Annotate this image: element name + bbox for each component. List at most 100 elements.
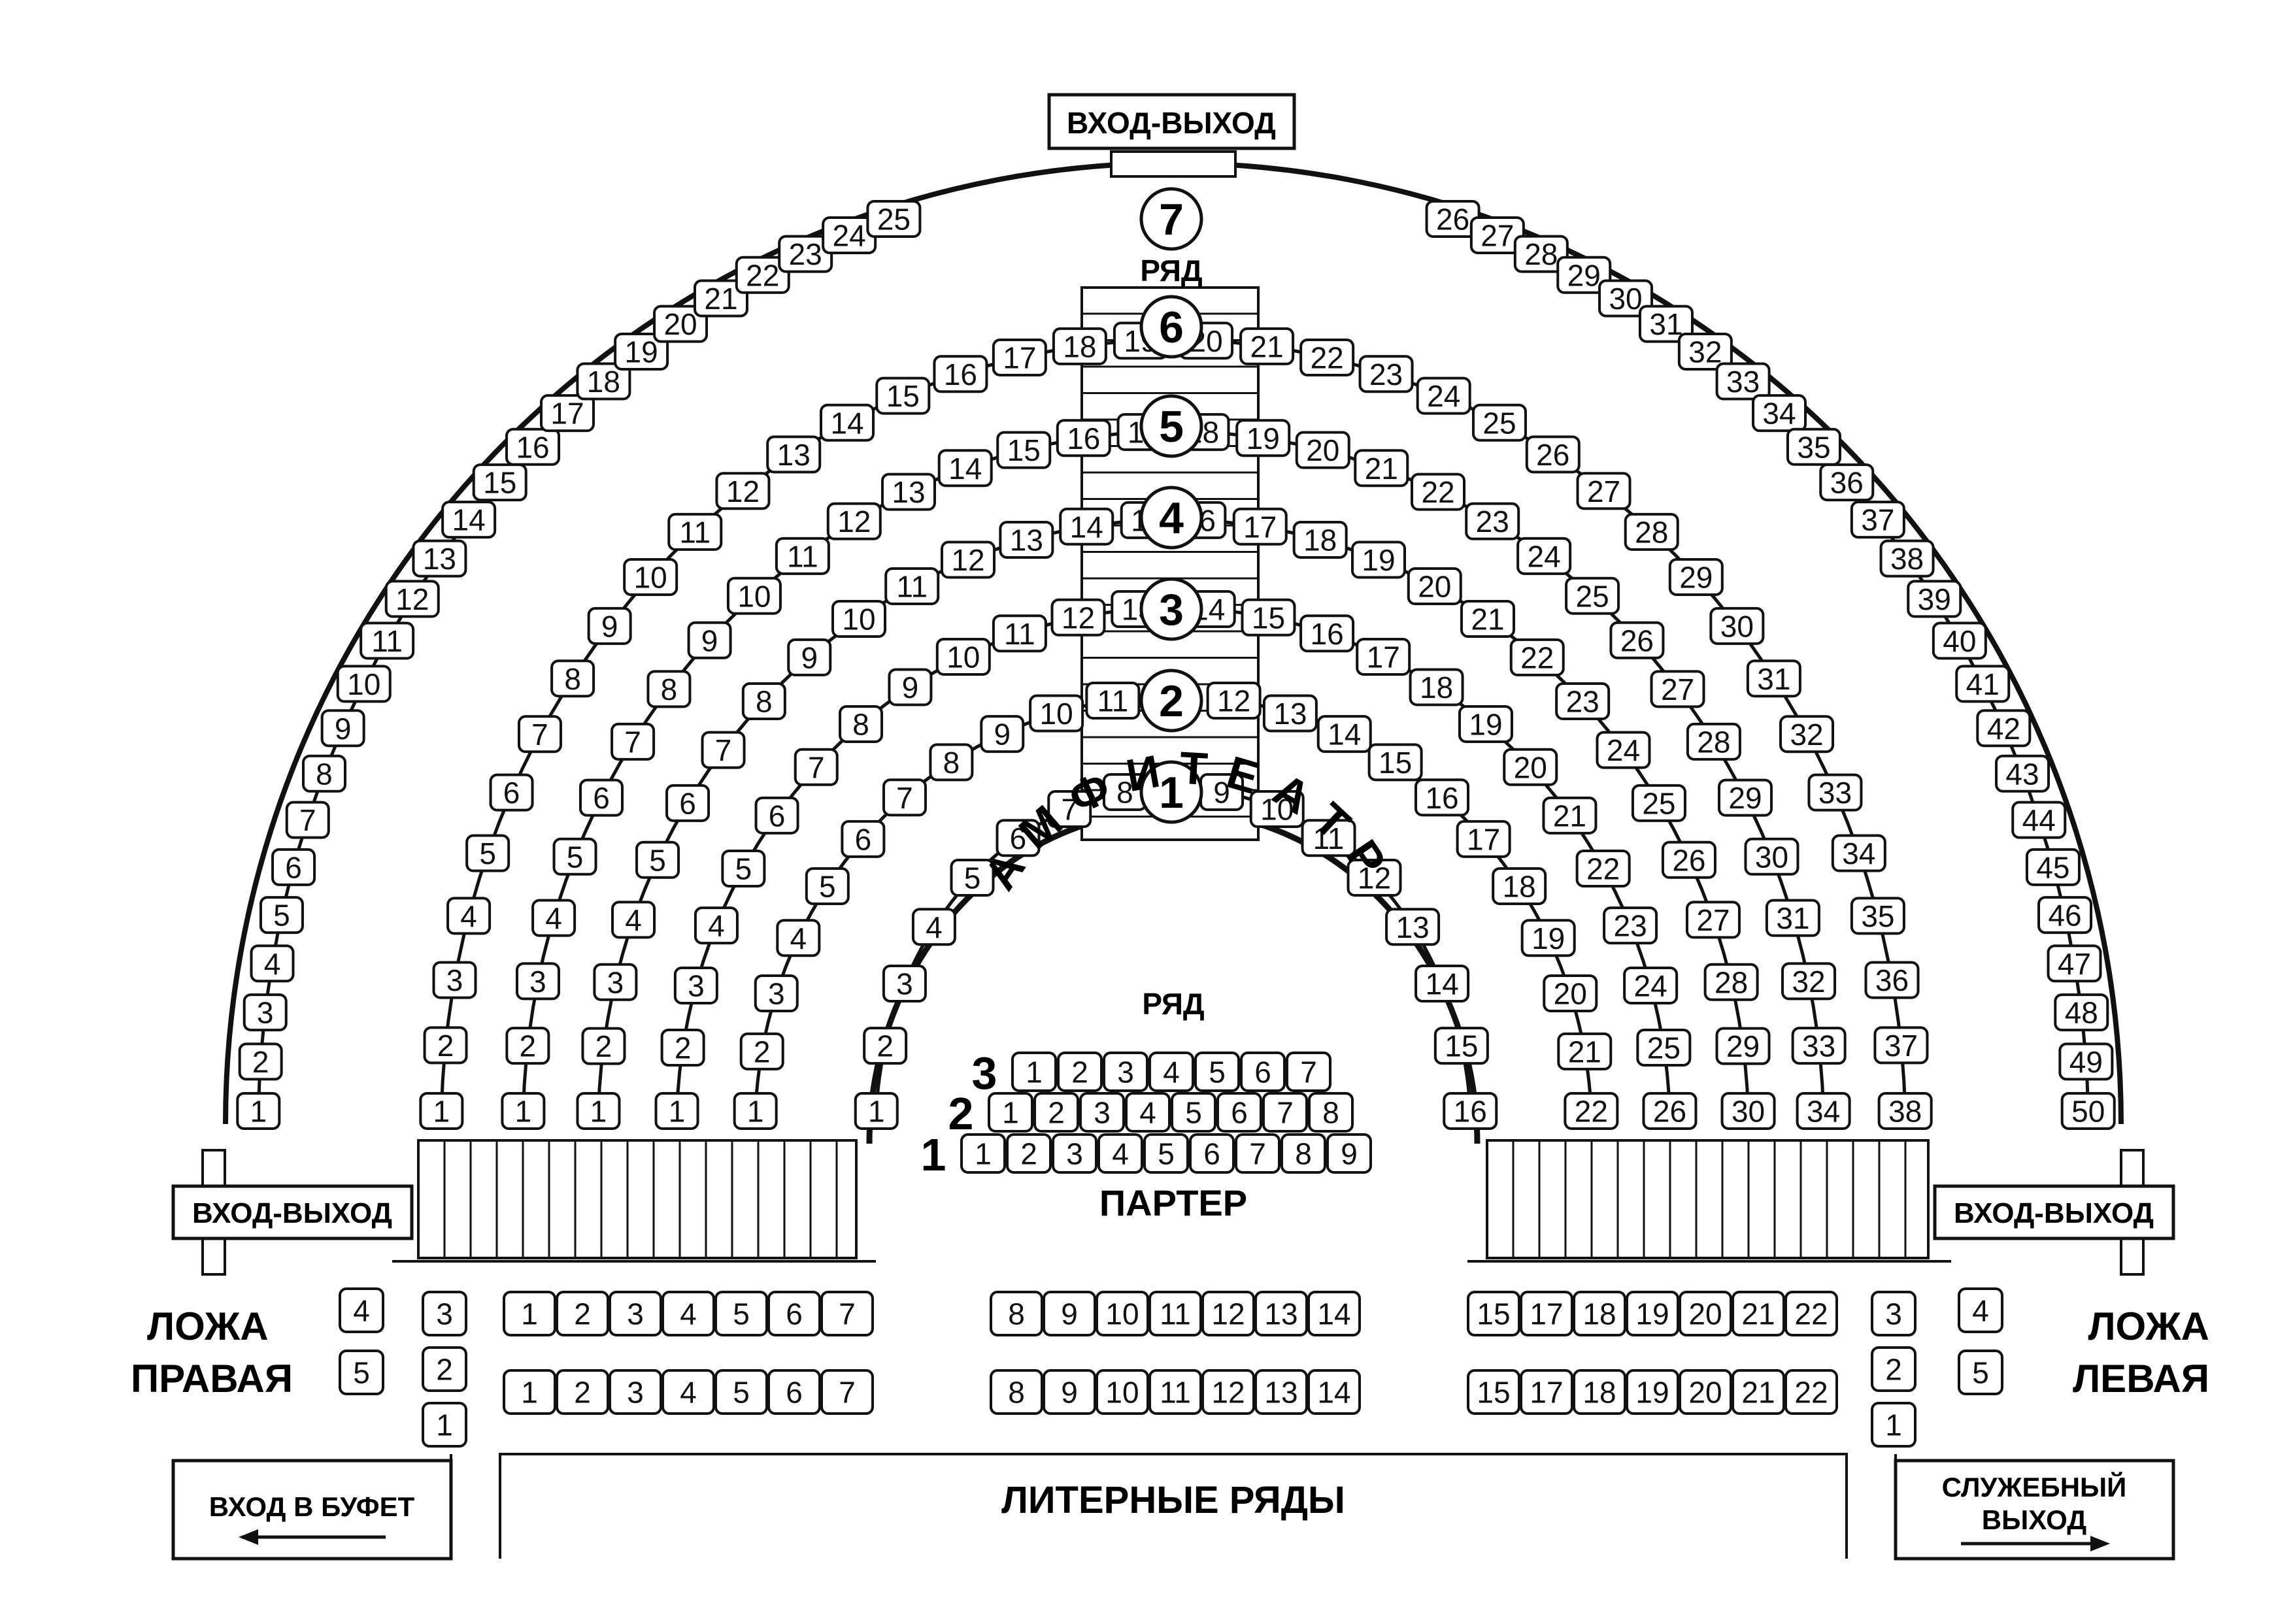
amphitheater-row-6-seat-6[interactable]: 6 <box>489 773 534 812</box>
amphitheater-row-6-seat-10[interactable]: 10 <box>623 557 678 596</box>
amphitheater-row-7-seat-18[interactable]: 18 <box>576 362 631 401</box>
amphitheater-row-3-seat-17[interactable]: 17 <box>1356 637 1411 676</box>
amphitheater-row-6-seat-29[interactable]: 29 <box>1668 557 1724 596</box>
parterre-row-2-seat-6[interactable]: 6 <box>1216 1092 1262 1133</box>
box-right-seat-4[interactable]: 4 <box>339 1287 384 1333</box>
parterre-row-1-seat-5[interactable]: 5 <box>1143 1133 1189 1174</box>
parterre-row-1-seat-3[interactable]: 3 <box>1052 1133 1097 1174</box>
amphitheater-row-3-seat-9[interactable]: 9 <box>888 668 933 706</box>
amphitheater-row-4-seat-18[interactable]: 18 <box>1292 520 1348 559</box>
letter-row-2-seat-17[interactable]: 17 <box>1520 1369 1573 1415</box>
amphitheater-row-7-seat-36[interactable]: 36 <box>1819 463 1875 502</box>
amphitheater-row-3-seat-19[interactable]: 19 <box>1458 705 1513 744</box>
amphitheater-row-3-seat-21[interactable]: 21 <box>1542 796 1598 835</box>
parterre-row-3-seat-3[interactable]: 3 <box>1103 1052 1148 1092</box>
letter-row-2-seat-9[interactable]: 9 <box>1043 1369 1096 1415</box>
amphitheater-row-1-seat-2[interactable]: 2 <box>863 1027 908 1065</box>
amphitheater-row-7-seat-45[interactable]: 45 <box>2025 848 2081 886</box>
amphitheater-row-5-seat-34[interactable]: 34 <box>1796 1092 1851 1130</box>
letter-row-2-seat-19[interactable]: 19 <box>1626 1369 1679 1415</box>
amphitheater-row-7-seat-13[interactable]: 13 <box>412 539 467 578</box>
parterre-row-1-seat-7[interactable]: 7 <box>1235 1133 1280 1174</box>
amphitheater-row-4-seat-28[interactable]: 28 <box>1703 963 1759 1001</box>
amphitheater-row-6-seat-16[interactable]: 16 <box>933 355 988 393</box>
amphitheater-row-6-seat-8[interactable]: 8 <box>550 659 595 698</box>
amphitheater-row-4-seat-24[interactable]: 24 <box>1596 731 1651 769</box>
amphitheater-row-2-seat-22[interactable]: 22 <box>1564 1092 1619 1130</box>
amphitheater-row-4-seat-14[interactable]: 14 <box>1059 507 1114 546</box>
amphitheater-row-7-seat-48[interactable]: 48 <box>2054 993 2109 1032</box>
amphitheater-row-7-seat-1[interactable]: 1 <box>236 1092 281 1130</box>
amphitheater-row-5-seat-5[interactable]: 5 <box>552 837 597 876</box>
amphitheater-row-7-seat-49[interactable]: 49 <box>2058 1042 2114 1081</box>
amphitheater-row-6-seat-1[interactable]: 1 <box>419 1092 464 1130</box>
amphitheater-row-6-seat-12[interactable]: 12 <box>715 472 771 510</box>
letter-row-2-seat-22[interactable]: 22 <box>1784 1369 1838 1415</box>
amphitheater-row-5-seat-1[interactable]: 1 <box>501 1092 546 1130</box>
amphitheater-row-5-seat-26[interactable]: 26 <box>1609 621 1665 659</box>
amphitheater-row-7-seat-29[interactable]: 29 <box>1556 256 1612 294</box>
amphitheater-row-3-seat-22[interactable]: 22 <box>1575 850 1631 888</box>
amphitheater-row-7-seat-8[interactable]: 8 <box>301 754 346 793</box>
amphitheater-row-7-seat-9[interactable]: 9 <box>320 709 365 748</box>
amphitheater-row-7-seat-11[interactable]: 11 <box>360 621 415 660</box>
amphitheater-row-2-seat-6[interactable]: 6 <box>841 820 886 858</box>
letter-row-2-seat-8[interactable]: 8 <box>990 1369 1043 1415</box>
amphitheater-row-7-seat-16[interactable]: 16 <box>505 427 561 466</box>
amphitheater-row-7-seat-5[interactable]: 5 <box>259 896 304 935</box>
amphitheater-row-4-seat-6[interactable]: 6 <box>665 784 711 822</box>
amphitheater-row-2-seat-21[interactable]: 21 <box>1557 1032 1613 1070</box>
amphitheater-row-7-seat-31[interactable]: 31 <box>1638 305 1694 343</box>
amphitheater-row-7-seat-14[interactable]: 14 <box>441 501 497 539</box>
amphitheater-row-1-seat-9[interactable]: 9 <box>1199 773 1245 811</box>
box-right-inner-seat-1[interactable]: 1 <box>422 1402 467 1448</box>
letter-row-1-seat-2[interactable]: 2 <box>556 1291 609 1336</box>
amphitheater-row-2-seat-11[interactable]: 11 <box>1085 682 1141 720</box>
parterre-row-1-seat-6[interactable]: 6 <box>1189 1133 1235 1174</box>
amphitheater-row-6-seat-31[interactable]: 31 <box>1746 659 1801 698</box>
amphitheater-row-4-seat-21[interactable]: 21 <box>1460 600 1516 638</box>
letter-row-2-seat-21[interactable]: 21 <box>1732 1369 1785 1415</box>
amphitheater-row-3-seat-18[interactable]: 18 <box>1409 668 1464 706</box>
amphitheater-row-2-seat-17[interactable]: 17 <box>1456 820 1511 858</box>
amphitheater-row-6-seat-2[interactable]: 2 <box>423 1026 468 1065</box>
letter-row-1-seat-17[interactable]: 17 <box>1520 1291 1573 1336</box>
parterre-row-3-seat-4[interactable]: 4 <box>1148 1052 1194 1092</box>
amphitheater-row-3-seat-25[interactable]: 25 <box>1636 1029 1692 1067</box>
amphitheater-row-7-seat-47[interactable]: 47 <box>2047 944 2102 983</box>
amphitheater-row-2-seat-8[interactable]: 8 <box>929 743 974 782</box>
amphitheater-row-7-seat-43[interactable]: 43 <box>1995 754 2050 793</box>
amphitheater-row-5-seat-11[interactable]: 11 <box>775 537 830 575</box>
amphitheater-row-6-seat-26[interactable]: 26 <box>1525 435 1581 474</box>
amphitheater-row-5-seat-25[interactable]: 25 <box>1565 576 1620 615</box>
letter-row-2-seat-4[interactable]: 4 <box>661 1369 715 1415</box>
amphitheater-row-6-seat-13[interactable]: 13 <box>766 435 822 474</box>
amphitheater-row-2-seat-1[interactable]: 1 <box>733 1092 778 1130</box>
amphitheater-row-4-seat-4[interactable]: 4 <box>611 901 656 939</box>
amphitheater-row-6-seat-33[interactable]: 33 <box>1807 773 1863 812</box>
amphitheater-row-6-seat-9[interactable]: 9 <box>587 606 632 645</box>
letter-row-1-seat-3[interactable]: 3 <box>609 1291 662 1336</box>
amphitheater-row-7-seat-24[interactable]: 24 <box>822 216 877 254</box>
amphitheater-row-2-seat-20[interactable]: 20 <box>1543 974 1598 1013</box>
amphitheater-row-5-seat-29[interactable]: 29 <box>1718 778 1773 817</box>
entrance-top[interactable]: ВХОД-ВЫХОД <box>1047 93 1296 150</box>
amphitheater-row-6-seat-18[interactable]: 18 <box>1052 327 1107 365</box>
amphitheater-row-4-seat-1[interactable]: 1 <box>576 1092 621 1130</box>
parterre-row-3-seat-2[interactable]: 2 <box>1057 1052 1103 1092</box>
letter-row-1-seat-9[interactable]: 9 <box>1043 1291 1096 1336</box>
amphitheater-row-1-seat-10[interactable]: 10 <box>1249 789 1305 828</box>
amphitheater-row-6-seat-22[interactable]: 22 <box>1299 338 1355 376</box>
letter-row-1-seat-12[interactable]: 12 <box>1201 1291 1255 1336</box>
amphitheater-row-6-seat-21[interactable]: 21 <box>1239 327 1295 365</box>
letter-row-2-seat-11[interactable]: 11 <box>1148 1369 1202 1415</box>
box-left-inner-seat-2[interactable]: 2 <box>1871 1346 1916 1392</box>
buffet-entrance[interactable]: ВХОД В БУФЕТ <box>171 1459 453 1561</box>
amphitheater-row-7-seat-46[interactable]: 46 <box>2037 896 2093 935</box>
entrance-left[interactable]: ВХОД-ВЫХОД <box>171 1184 414 1240</box>
letter-row-1-seat-11[interactable]: 11 <box>1148 1291 1202 1336</box>
amphitheater-row-6-seat-37[interactable]: 37 <box>1873 1026 1929 1065</box>
amphitheater-row-5-seat-20[interactable]: 20 <box>1295 431 1350 469</box>
amphitheater-row-5-seat-30[interactable]: 30 <box>1744 837 1799 876</box>
amphitheater-row-6-seat-3[interactable]: 3 <box>432 961 477 999</box>
